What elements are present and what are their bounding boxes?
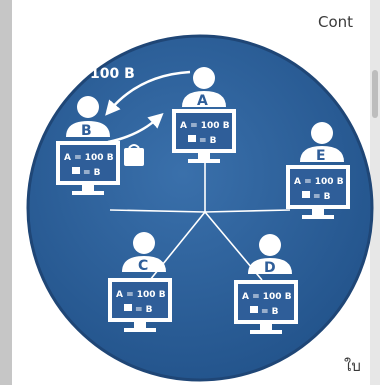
transfer-arrow-a-to-b <box>105 70 191 116</box>
document-text-fragment-bottom: ใบ <box>344 357 361 375</box>
monitor-screen <box>290 169 346 205</box>
bag-icon <box>72 167 80 174</box>
person-body-icon <box>122 256 166 272</box>
person-body-icon <box>66 121 110 137</box>
person-head-icon <box>259 234 281 256</box>
node-c: C A = 100 B = B <box>108 232 172 332</box>
scrollbar[interactable] <box>370 0 380 385</box>
monitor-stand <box>260 324 272 330</box>
bag-icon <box>302 191 310 198</box>
balance-line-1: A = 100 B <box>242 292 292 302</box>
monitor-base <box>124 328 156 332</box>
transfer-arrow-b-to-a <box>107 112 164 144</box>
page-margin <box>0 0 12 385</box>
person-body-icon <box>300 146 344 162</box>
balance-line-2: = B <box>135 305 153 315</box>
balance-line-2: = B <box>199 136 217 146</box>
balance-line-1: A = 100 B <box>64 153 114 163</box>
scrollbar-thumb[interactable] <box>372 70 378 118</box>
bag-icon <box>250 306 258 313</box>
document-text-fragment-top: Cont <box>318 13 354 31</box>
node-d: D A = 100 B = B <box>234 234 298 334</box>
balance-line-2: = B <box>261 307 279 317</box>
monitor-screen <box>60 145 116 181</box>
balance-line-2: = B <box>83 168 101 178</box>
node-letter: D <box>264 260 276 276</box>
monitor-screen <box>112 282 168 318</box>
monitor-base <box>188 159 220 163</box>
person-head-icon <box>193 67 215 89</box>
monitor-stand <box>312 209 324 215</box>
node-letter: B <box>81 123 92 139</box>
node-a: A A = 100 B = B <box>172 67 236 163</box>
monitor-screen <box>238 284 294 320</box>
bag-icon <box>188 135 196 142</box>
person-body-icon <box>248 258 292 274</box>
monitor-base <box>302 215 334 219</box>
person-head-icon <box>133 232 155 254</box>
transfer-amount-label: 100 B <box>90 66 135 82</box>
balance-line-2: = B <box>313 192 331 202</box>
monitor-stand <box>134 322 146 328</box>
monitor-stand <box>198 153 210 159</box>
person-head-icon <box>311 122 333 144</box>
balance-line-1: A = 100 B <box>180 121 230 131</box>
node-letter: E <box>316 148 326 164</box>
bag-icon <box>124 304 132 311</box>
monitor-stand <box>82 185 94 191</box>
node-e: E A = 100 B = B <box>286 122 350 219</box>
monitor-screen <box>176 113 232 149</box>
person-head-icon <box>77 96 99 118</box>
node-letter: A <box>197 93 208 109</box>
monitor-base <box>72 191 104 195</box>
monitor-base <box>250 330 282 334</box>
balance-line-1: A = 100 B <box>294 177 344 187</box>
node-letter: C <box>138 258 148 274</box>
shopping-bag-icon <box>124 144 144 166</box>
node-b: B A = 100 B = B <box>56 96 120 195</box>
person-body-icon <box>182 91 226 107</box>
balance-line-1: A = 100 B <box>116 290 166 300</box>
